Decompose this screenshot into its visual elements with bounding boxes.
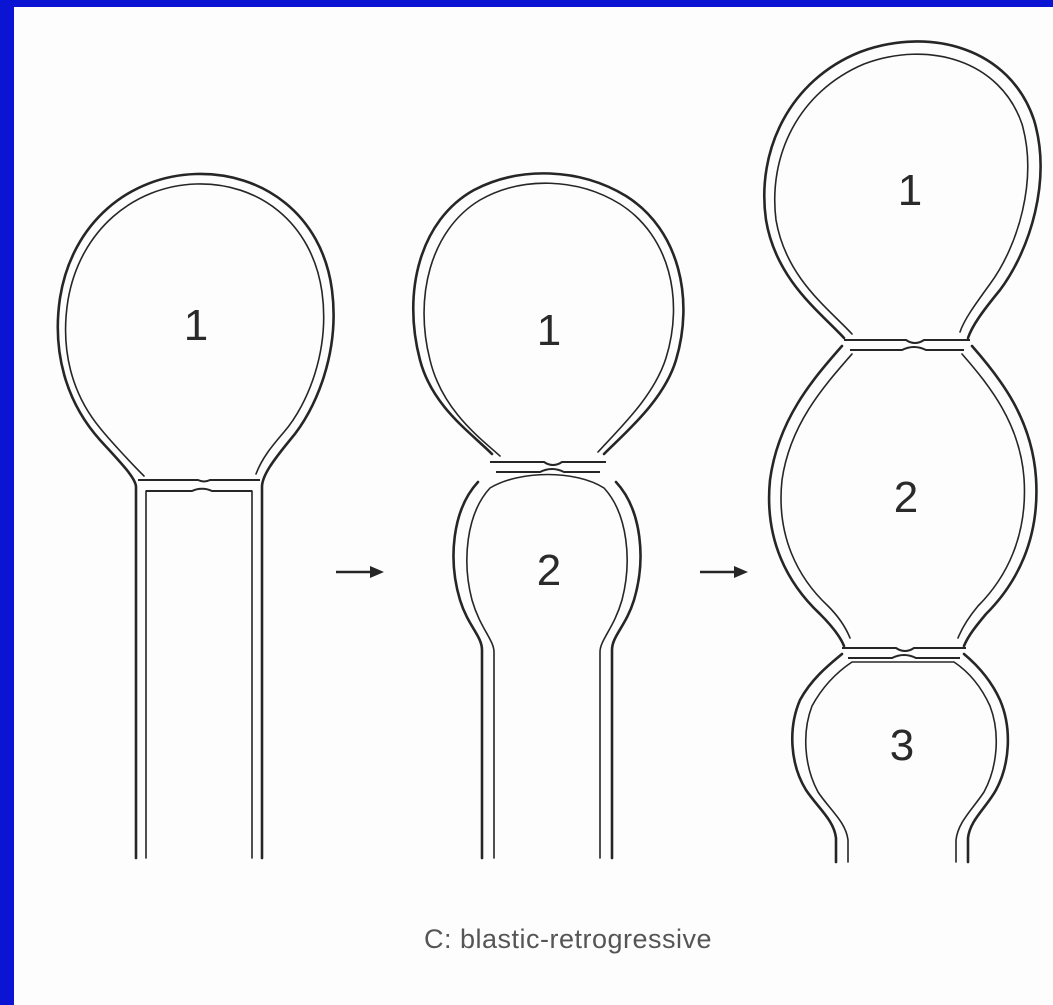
stage-1-cell-1-label: 1 <box>184 301 208 350</box>
stage-3-cell-2-label: 2 <box>894 473 918 522</box>
stage-3-cell-1-label: 1 <box>898 166 922 215</box>
stage-1: 1 <box>58 174 334 858</box>
stage-1-cell-1-outer-wall <box>58 174 334 858</box>
stage-3: 1 2 3 <box>764 41 1040 862</box>
stage-3-cell-3-label: 3 <box>890 721 914 770</box>
stage-1-septum <box>138 480 260 491</box>
stage-2-cell-2-outer-wall <box>454 482 641 858</box>
stage-2-cell-2-inner-wall <box>467 475 627 859</box>
arrow-right-icon <box>336 566 384 578</box>
stage-2-cell-1-label: 1 <box>537 306 561 355</box>
stage-2: 1 2 <box>413 173 683 858</box>
stage-3-septum-1 <box>844 340 970 350</box>
figure-caption: C: blastic-retrogressive <box>424 924 712 954</box>
arrow-right-icon <box>700 566 748 578</box>
stage-2-cell-2-label: 2 <box>537 546 561 595</box>
stage-1-cell-1-inner-wall <box>66 184 324 858</box>
stage-3-septum-2 <box>842 648 966 658</box>
stage-2-septum-1 <box>490 462 606 472</box>
